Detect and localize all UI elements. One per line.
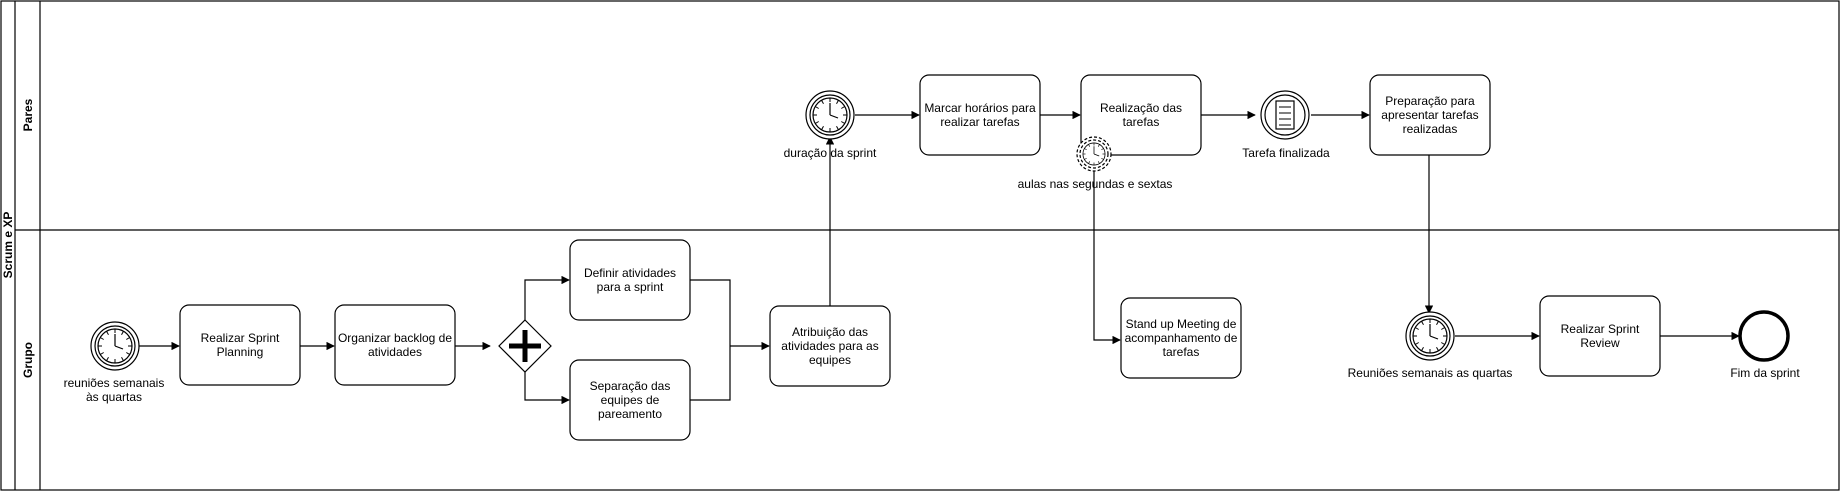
flow-gateway-to-separacao bbox=[524, 372, 570, 405]
timer-icon bbox=[1405, 311, 1455, 361]
end-event-fim-sprint[interactable]: Fim da sprint bbox=[1730, 310, 1800, 380]
conditional-icon bbox=[1260, 90, 1310, 140]
timer-icon bbox=[1076, 136, 1112, 172]
duracao-sprint-label: duração da sprint bbox=[784, 146, 877, 160]
flow-separacao-to-join bbox=[690, 346, 731, 401]
timer-event-reunioes-quartas[interactable]: Reuniões semanais as quartas bbox=[1348, 311, 1513, 380]
flow-gateway-to-definir bbox=[524, 275, 570, 320]
parallel-gateway-icon[interactable] bbox=[498, 319, 552, 373]
boundary-timer-event[interactable]: aulas nas segundas e sextas bbox=[1018, 136, 1173, 191]
tarefa-finalizada-label: Tarefa finalizada bbox=[1242, 146, 1330, 160]
timer-icon bbox=[90, 321, 140, 371]
sequence-flows bbox=[135, 110, 1740, 405]
conditional-event-tarefa-finalizada[interactable]: Tarefa finalizada bbox=[1242, 90, 1330, 160]
flow-definir-to-join bbox=[690, 279, 731, 346]
pool-label: Scrum e XP bbox=[1, 212, 15, 279]
timer-icon bbox=[805, 90, 855, 140]
timer-event-duracao-sprint[interactable]: duração da sprint bbox=[784, 90, 877, 160]
fim-sprint-label: Fim da sprint bbox=[1730, 366, 1800, 380]
aulas-boundary-label: aulas nas segundas e sextas bbox=[1018, 177, 1173, 191]
flow-boundary-to-standup bbox=[1093, 170, 1121, 345]
lane-label-grupo: Grupo bbox=[21, 342, 35, 378]
reunioes-quartas-label: Reuniões semanais as quartas bbox=[1348, 366, 1513, 380]
end-event-icon bbox=[1738, 310, 1790, 362]
lane-label-pares: Pares bbox=[21, 98, 35, 131]
